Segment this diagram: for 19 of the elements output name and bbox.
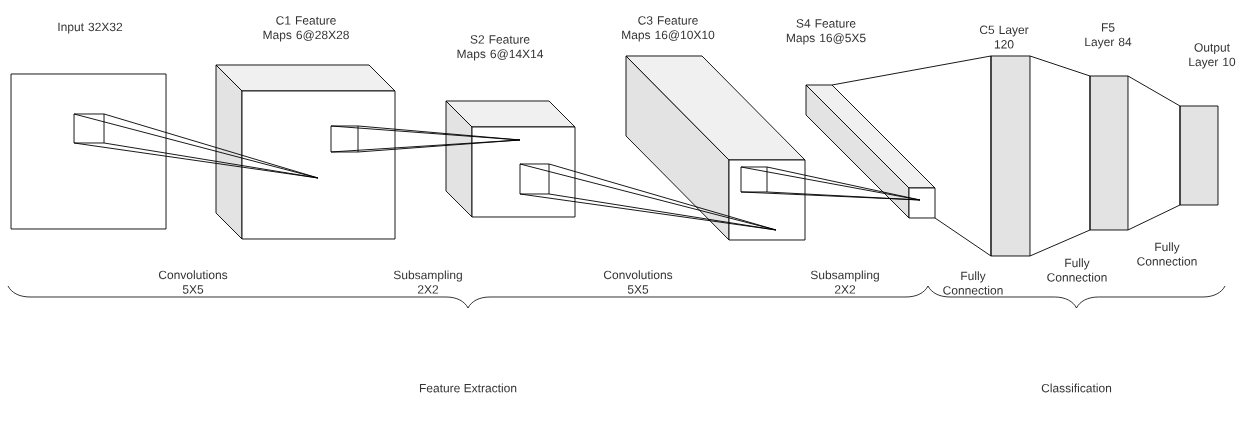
step-label: Convolutions 5X5 bbox=[158, 270, 228, 294]
layer-title: C1 Feature Maps 6@28X28 bbox=[263, 16, 349, 42]
layer-title: C5 Layer 120 bbox=[979, 25, 1029, 49]
step-label: Fully Connection bbox=[1047, 258, 1107, 282]
layer-title: F5 Layer 84 bbox=[1085, 23, 1132, 49]
step-label: Fully Connection bbox=[943, 271, 1003, 295]
connection-lines bbox=[1029, 55, 1091, 257]
layer-title: C3 Feature Maps 16@10X10 bbox=[622, 16, 715, 42]
step-label: Subsampling 2X2 bbox=[393, 270, 462, 294]
step-label: Subsampling 2X2 bbox=[810, 270, 879, 294]
layer-title: Input 32X32 bbox=[58, 22, 123, 34]
group-label: Classification bbox=[1041, 383, 1112, 393]
layer-title: S4 Feature Maps 16@5X5 bbox=[786, 19, 866, 45]
group-label: Feature Extraction bbox=[420, 383, 517, 393]
layer-title: S2 Feature Maps 6@14X14 bbox=[457, 35, 544, 61]
step-label: Convolutions 5X5 bbox=[603, 270, 673, 294]
connection-lines bbox=[1127, 75, 1181, 231]
layer-title: Output Layer 10 bbox=[1189, 43, 1236, 69]
step-label: Fully Connection bbox=[1137, 242, 1197, 266]
